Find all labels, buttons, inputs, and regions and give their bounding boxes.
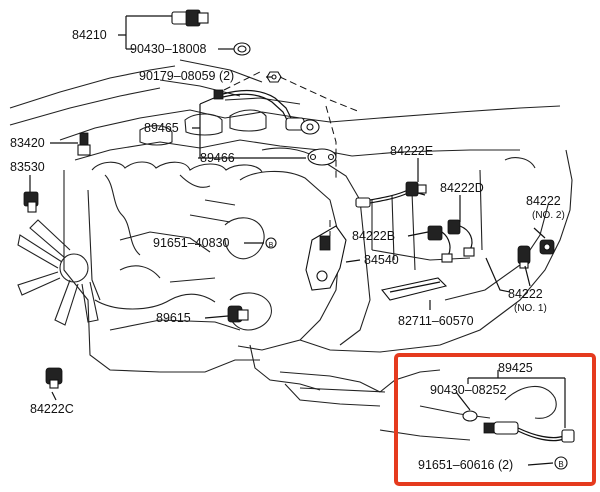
label-84540: 84540 <box>364 253 399 267</box>
label-84222E: 84222E <box>390 144 433 158</box>
part-89466-gasket <box>307 148 337 166</box>
label-84222-no1-sub: (NO. 1) <box>514 303 547 314</box>
engine-illustration <box>9 59 573 441</box>
label-84222B: 84222B <box>352 229 395 243</box>
label-89425: 89425 <box>498 361 533 375</box>
part-83530-switch <box>23 191 39 213</box>
part-89465-oxygen-sensor <box>213 89 320 135</box>
highlight-leader-lines <box>455 370 566 466</box>
leader-lines <box>29 15 546 401</box>
label-91651-60616: 91651–60616 (2) <box>418 458 513 472</box>
part-84222-no1-switch <box>517 245 531 269</box>
part-82711-60570-clamp <box>381 277 448 301</box>
part-labels: 84210 90430–18008 90179–08059 (2) 83420 … <box>10 28 565 472</box>
label-84222-no2: 84222 <box>526 194 561 208</box>
part-91651-40830-bolt: B <box>265 237 277 249</box>
label-90179-08059: 90179–08059 (2) <box>139 69 234 83</box>
part-84210-sensor <box>171 9 209 27</box>
part-84222C-switch <box>45 367 63 389</box>
label-83530: 83530 <box>10 160 45 174</box>
label-84222-no2-sub: (NO. 2) <box>532 210 565 221</box>
label-90430-08252: 90430–08252 <box>430 383 507 397</box>
part-84222D-switch <box>447 219 475 257</box>
part-84222E-switch <box>355 181 427 208</box>
label-90430-18008: 90430–18008 <box>130 42 207 56</box>
label-84222C: 84222C <box>30 402 74 416</box>
label-89615: 89615 <box>156 311 191 325</box>
svg-text:B: B <box>269 242 274 249</box>
label-82711-60570: 82711–60570 <box>398 314 474 328</box>
part-84222B-switch <box>427 225 453 263</box>
part-90430-18008-gasket <box>233 42 251 56</box>
svg-text:B: B <box>558 460 563 469</box>
highlight-box <box>394 353 596 486</box>
label-84210: 84210 <box>72 28 107 42</box>
part-89615-sensor <box>227 305 249 323</box>
part-89425-oxygen-sensor: B <box>462 385 575 470</box>
part-84222-no2-switch <box>539 239 555 255</box>
part-84540-switch <box>305 225 347 291</box>
label-89465: 89465 <box>144 121 179 135</box>
label-91651-40830: 91651–40830 <box>153 236 230 250</box>
label-83420: 83420 <box>10 136 45 150</box>
label-89466: 89466 <box>200 151 235 165</box>
part-83420-sender <box>77 132 91 156</box>
label-84222-no1: 84222 <box>508 287 543 301</box>
fan-illustration <box>17 219 99 326</box>
label-84222D: 84222D <box>440 181 484 195</box>
